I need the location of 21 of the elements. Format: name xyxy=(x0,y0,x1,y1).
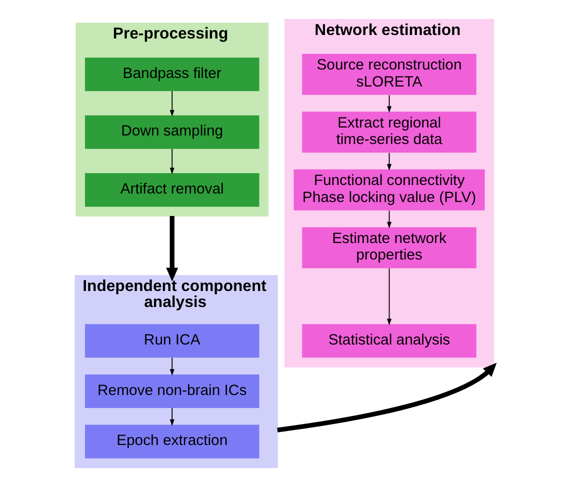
node-box: Extract regional time-series data xyxy=(302,112,476,153)
node-box: Bandpass filter xyxy=(84,58,260,92)
arrow xyxy=(170,148,174,174)
node-box: Epoch extraction xyxy=(84,424,260,458)
arrow xyxy=(170,408,174,426)
node-box: Functional connectivity Phase locking value (PLV) xyxy=(294,169,485,210)
node-box: Estimate network properties xyxy=(302,227,476,268)
arrow xyxy=(170,90,174,116)
arrow xyxy=(386,210,392,228)
arrow xyxy=(170,357,174,376)
node-box: Artifact removal xyxy=(84,173,260,207)
node-box: Remove non-brain ICs xyxy=(84,374,260,408)
arrow xyxy=(386,268,392,326)
arrow xyxy=(386,94,392,113)
node-box: Run ICA xyxy=(84,324,260,358)
arrow xyxy=(386,152,392,171)
arrow xyxy=(166,216,178,282)
node-box: Statistical analysis xyxy=(302,324,476,358)
arrow xyxy=(277,362,497,432)
node-box: Down sampling xyxy=(84,115,260,149)
node-box: Source reconstruction sLORETA xyxy=(302,54,476,95)
